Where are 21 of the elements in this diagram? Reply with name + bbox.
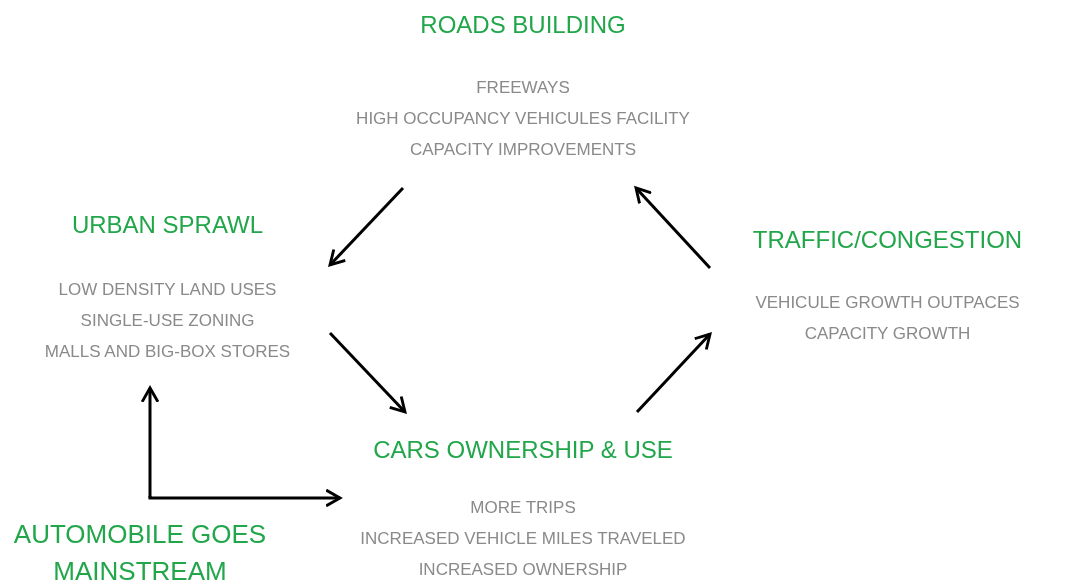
arrow <box>148 489 342 507</box>
stage-detail: INCREASED VEHICLE MILES TRAVELED <box>359 528 687 550</box>
stage-heading: CARS OWNERSHIP & USE <box>372 435 674 465</box>
stage-heading: ROADS BUILDING <box>419 10 627 40</box>
stage-heading: TRAFFIC/CONGESTION <box>751 225 1024 255</box>
stage-detail: FREEWAYS <box>475 77 571 99</box>
arrow <box>328 186 405 267</box>
stage-detail: MORE TRIPS <box>469 497 577 519</box>
stage-detail: INCREASED OWNERSHIP <box>417 559 629 581</box>
stage-heading: URBAN SPRAWL <box>70 210 265 240</box>
arrow <box>634 186 712 269</box>
arrow <box>635 332 712 414</box>
stage-detail: SINGLE-USE ZONING <box>79 310 256 332</box>
stage-heading: AUTOMOBILE GOES MAINSTREAM <box>12 518 268 585</box>
arrow <box>328 331 407 414</box>
stage-detail: LOW DENSITY LAND USES <box>57 279 278 301</box>
stage-detail: MALLS AND BIG-BOX STORES <box>43 341 292 363</box>
stage-detail: HIGH OCCUPANCY VEHICULES FACILITY <box>355 108 691 130</box>
stage-detail: VEHICULE GROWTH OUTPACES CAPACITY GROWTH <box>754 292 1021 345</box>
stage-detail: CAPACITY IMPROVEMENTS <box>408 139 638 161</box>
arrow <box>141 386 159 498</box>
